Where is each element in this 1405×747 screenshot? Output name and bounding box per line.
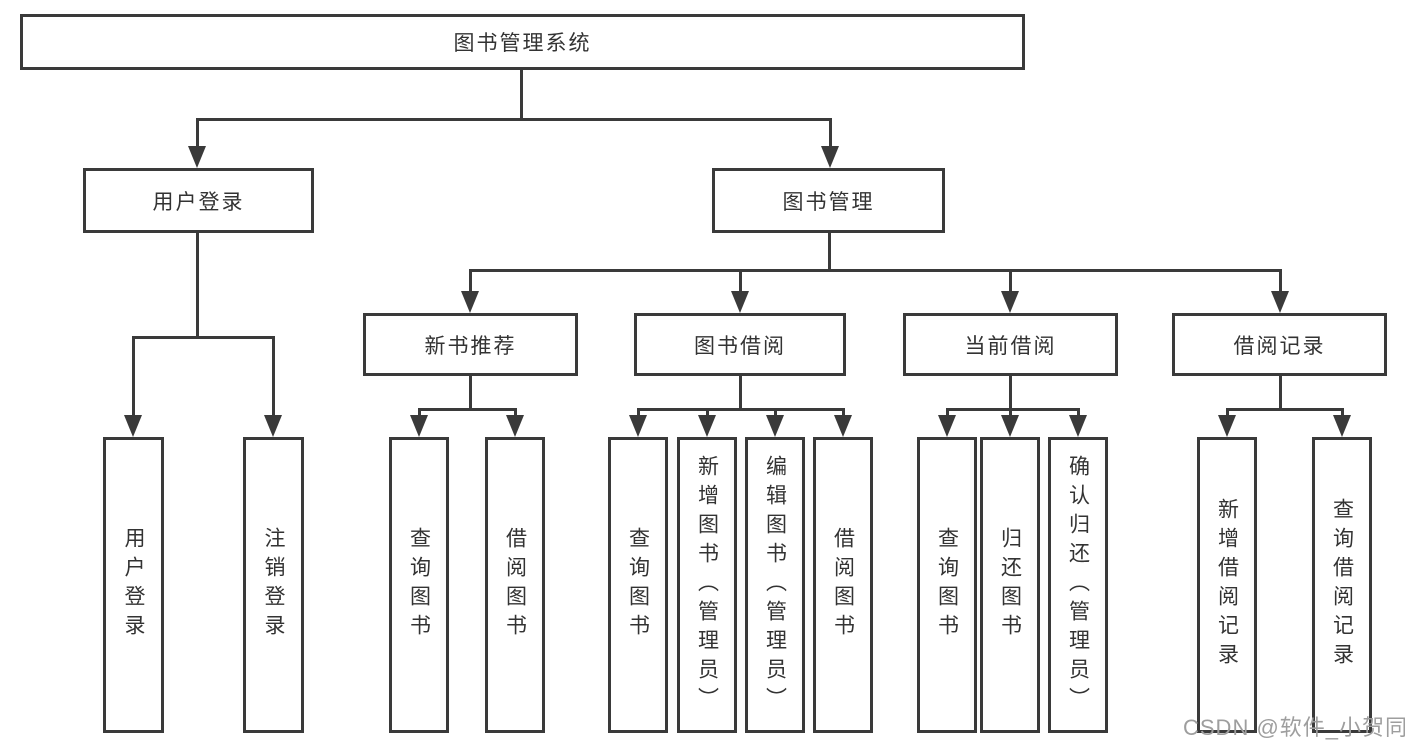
- leaf-borrow-books-borrowing: 借阅图书: [813, 437, 873, 733]
- leaf-label: 用户登录: [122, 527, 145, 643]
- connector-line: [469, 376, 472, 408]
- connector-line: [514, 408, 517, 418]
- arrowhead: [766, 415, 784, 437]
- arrowhead: [1069, 415, 1087, 437]
- node-label: 用户登录: [152, 190, 245, 214]
- arrowhead: [731, 291, 749, 313]
- leaf-query-books-current: 查询图书: [917, 437, 977, 733]
- node-new-book-recommend: 新书推荐: [363, 313, 578, 376]
- leaf-query-books-recommend: 查询图书: [389, 437, 449, 733]
- leaf-label: 编辑图书（管理员）: [763, 454, 787, 716]
- connector-line: [739, 376, 742, 408]
- connector-line: [1226, 408, 1343, 411]
- leaf-logout: 注销登录: [243, 437, 304, 733]
- arrowhead: [821, 146, 839, 168]
- connector-line: [1009, 269, 1012, 295]
- node-label: 图书借阅: [694, 334, 786, 358]
- arrowhead: [461, 291, 479, 313]
- connector-line: [469, 269, 472, 295]
- node-label: 图书管理: [782, 190, 875, 214]
- node-label: 图书管理系统: [453, 32, 592, 55]
- arrowhead: [506, 415, 524, 437]
- connector-line: [1009, 408, 1012, 418]
- connector-line: [418, 408, 516, 411]
- leaf-borrow-books-recommend: 借阅图书: [485, 437, 545, 733]
- leaf-add-borrow-record: 新增借阅记录: [1197, 437, 1257, 733]
- connector-line: [842, 408, 845, 418]
- leaf-label: 确认归还（管理员）: [1066, 454, 1090, 716]
- node-user-login: 用户登录: [83, 168, 314, 233]
- arrowhead: [188, 146, 206, 168]
- arrowhead: [1218, 415, 1236, 437]
- leaf-confirm-return-admin: 确认归还（管理员）: [1048, 437, 1108, 733]
- arrowhead: [629, 415, 647, 437]
- arrowhead: [1271, 291, 1289, 313]
- connector-line: [1341, 408, 1344, 418]
- leaf-label: 新增借阅记录: [1215, 498, 1239, 672]
- arrowhead: [1333, 415, 1351, 437]
- connector-line: [132, 336, 135, 418]
- node-book-management: 图书管理: [712, 168, 945, 233]
- arrowhead: [1001, 415, 1019, 437]
- leaf-label: 注销登录: [262, 527, 285, 643]
- node-library-management-system: 图书管理系统: [20, 14, 1025, 70]
- node-label: 借阅记录: [1233, 334, 1326, 358]
- connector-line: [196, 233, 199, 336]
- leaf-label: 归还图书: [998, 527, 1022, 643]
- connector-line: [196, 118, 832, 121]
- connector-line: [1279, 269, 1282, 295]
- leaf-label: 借阅图书: [503, 527, 527, 643]
- connector-line: [637, 408, 640, 418]
- connector-line: [1226, 408, 1229, 418]
- leaf-return-books: 归还图书: [980, 437, 1040, 733]
- node-current-borrowing: 当前借阅: [903, 313, 1118, 376]
- arrowhead: [938, 415, 956, 437]
- connector-line: [946, 408, 1080, 411]
- csdn-watermark: CSDN @软件_小贺同学: [1183, 715, 1405, 740]
- connector-line: [1077, 408, 1080, 418]
- leaf-query-borrow-record: 查询借阅记录: [1312, 437, 1372, 733]
- arrowhead: [124, 415, 142, 437]
- leaf-add-books-admin: 新增图书（管理员）: [677, 437, 737, 733]
- connector-line: [132, 336, 275, 339]
- leaf-user-login: 用户登录: [103, 437, 164, 733]
- connector-line: [418, 408, 421, 418]
- arrowhead: [1001, 291, 1019, 313]
- connector-line: [469, 269, 1281, 272]
- connector-line: [828, 233, 831, 269]
- node-book-borrowing: 图书借阅: [634, 313, 846, 376]
- leaf-label: 查询图书: [626, 527, 650, 643]
- arrowhead: [698, 415, 716, 437]
- connector-line: [706, 408, 709, 418]
- leaf-label: 借阅图书: [831, 527, 855, 643]
- connector-line: [272, 336, 275, 418]
- connector-line: [739, 269, 742, 295]
- connector-line: [1009, 376, 1012, 408]
- connector-line: [946, 408, 949, 418]
- arrowhead: [410, 415, 428, 437]
- connector-line: [1279, 376, 1282, 408]
- leaf-edit-books-admin: 编辑图书（管理员）: [745, 437, 805, 733]
- connector-line: [520, 70, 523, 118]
- leaf-label: 查询图书: [935, 527, 959, 643]
- connector-line: [829, 118, 832, 151]
- leaf-label: 查询图书: [407, 527, 431, 643]
- node-label: 新书推荐: [424, 334, 517, 358]
- arrowhead: [834, 415, 852, 437]
- leaf-label: 查询借阅记录: [1330, 498, 1354, 672]
- node-label: 当前借阅: [964, 334, 1057, 358]
- connector-line: [196, 118, 199, 151]
- connector-line: [774, 408, 777, 418]
- node-borrow-records: 借阅记录: [1172, 313, 1387, 376]
- connector-line: [637, 408, 844, 411]
- arrowhead: [264, 415, 282, 437]
- leaf-query-books-borrowing: 查询图书: [608, 437, 668, 733]
- leaf-label: 新增图书（管理员）: [695, 454, 719, 716]
